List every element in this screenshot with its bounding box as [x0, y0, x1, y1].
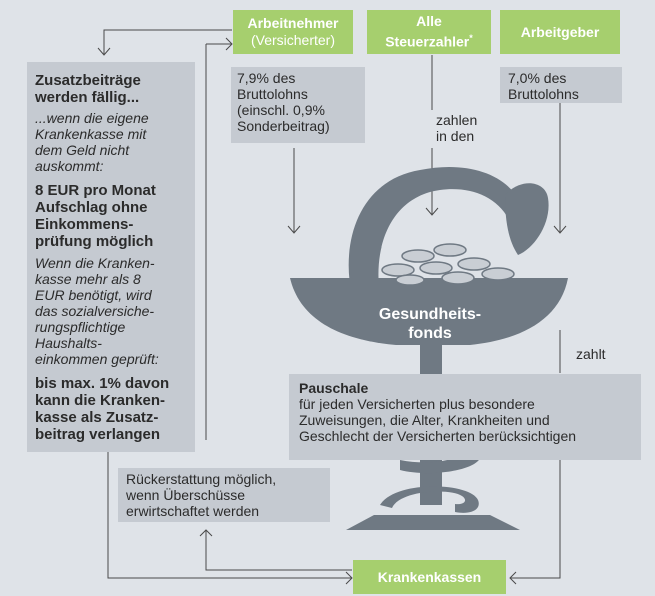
steuerzahler-line1: Alle [416, 13, 442, 30]
zusatz-eight-1: 8 EUR pro Monat [35, 182, 156, 199]
arbeitnehmer-title: Arbeitnehmer [247, 15, 339, 31]
pauschale-title: Pauschale [299, 380, 369, 396]
zusatz-intro-3: dem Geld nicht [35, 142, 130, 158]
zusatz-more-1: Wenn die Kranken- [35, 255, 155, 271]
an-line-4: Sonderbeitrag) [237, 118, 330, 134]
fonds-line-2: fonds [408, 325, 452, 342]
zahlt-label: zahlt [576, 346, 606, 362]
coins-icon [381, 243, 515, 286]
zusatz-more-7: einkommen geprüft: [35, 351, 159, 367]
krankenkassen-label: Krankenkassen [377, 568, 482, 585]
an-line-2: Bruttolohns [237, 86, 308, 102]
zusatz-more-6: Haushalts- [35, 335, 102, 351]
steuerzahler-box: Alle Steuerzahler* [367, 10, 491, 54]
steuerzahler-star: * [469, 33, 473, 44]
pauschale-line-3: Geschlecht der Versicherten berücksichti… [299, 428, 577, 444]
zusatz-intro-1: ...wenn die eigene [35, 110, 149, 126]
zusatz-heading-1: Zusatzbeiträge [35, 72, 141, 89]
zusatz-eight-2: Aufschlag ohne [35, 199, 148, 216]
zusatz-more-4: das sozialversiche- [35, 303, 155, 319]
zusatz-heading-2: werden fällig... [35, 89, 140, 106]
rueck-line-2: wenn Überschüsse [126, 487, 246, 503]
zusatzbeitraege-box: Zusatzbeiträge werden fällig... ...wenn … [27, 62, 195, 452]
zusatz-eight: 8 EUR pro Monat Aufschlag ohne Einkommen… [35, 182, 187, 250]
steuerzahler-line2: Steuerzahler [385, 33, 470, 50]
zusatz-max: bis max. 1% davon kann die Kranken- kass… [35, 375, 187, 443]
ag-line-2: Bruttolohns [508, 86, 579, 102]
zusatz-max-2: kann die Kranken- [35, 392, 166, 409]
rueckerstattung-box: Rückerstattung möglich, wenn Überschüsse… [118, 468, 330, 522]
rueck-line-3: erwirtschaftet werden [126, 503, 260, 519]
arbeitgeber-box: Arbeitgeber [500, 10, 620, 54]
gesundheitsfonds-label: Gesundheits- fonds [330, 305, 530, 343]
zusatz-intro: ...wenn die eigene Krankenkasse mit dem … [35, 110, 187, 174]
zusatz-more: Wenn die Kranken- kasse mehr als 8 EUR b… [35, 255, 187, 367]
zusatz-eight-3: Einkommens- [35, 216, 134, 233]
zahlen-line-2: in den [436, 128, 475, 144]
rueck-line-1: Rückerstattung möglich, [126, 471, 277, 487]
pauschale-line-2: Zuweisungen, die Alter, Krankheiten und [299, 412, 550, 428]
an-line-1: 7,9% des [237, 70, 296, 86]
zusatz-intro-4: auskommt: [35, 158, 104, 174]
arbeitnehmer-contribution-box: 7,9% des Bruttolohns (einschl. 0,9% Sond… [231, 67, 365, 143]
zusatz-more-2: kasse mehr als 8 [35, 271, 141, 287]
zusatz-eight-4: prüfung möglich [35, 233, 154, 250]
arbeitgeber-contribution-box: 7,0% des Bruttolohns [500, 67, 622, 103]
arbeitnehmer-box: Arbeitnehmer (Versicherter) [233, 10, 353, 54]
arbeitnehmer-subtitle: (Versicherter) [250, 32, 336, 48]
zusatz-max-3: kasse als Zusatz- [35, 409, 159, 426]
snake-bowl-icon [290, 167, 568, 530]
zusatz-max-4: beitrag verlangen [35, 426, 161, 443]
zusatz-heading: Zusatzbeiträge werden fällig... [35, 72, 187, 106]
zahlen-label: zahlen in den [436, 112, 496, 144]
zusatz-more-3: EUR benötigt, wird [35, 287, 152, 303]
krankenkassen-box: Krankenkassen [353, 560, 506, 594]
zusatz-intro-2: Krankenkasse mit [35, 126, 147, 142]
fonds-line-1: Gesundheits- [378, 306, 482, 323]
pauschale-box: Pauschale für jeden Versicherten plus be… [289, 374, 641, 460]
zusatz-max-1: bis max. 1% davon [35, 375, 170, 392]
an-line-3: (einschl. 0,9% [237, 102, 325, 118]
zahlen-line-1: zahlen [436, 112, 478, 128]
zusatz-more-5: rungspflichtige [35, 319, 126, 335]
pauschale-line-1: für jeden Versicherten plus besondere [299, 396, 535, 412]
arbeitgeber-title: Arbeitgeber [520, 23, 600, 40]
ag-line-1: 7,0% des [508, 70, 567, 86]
